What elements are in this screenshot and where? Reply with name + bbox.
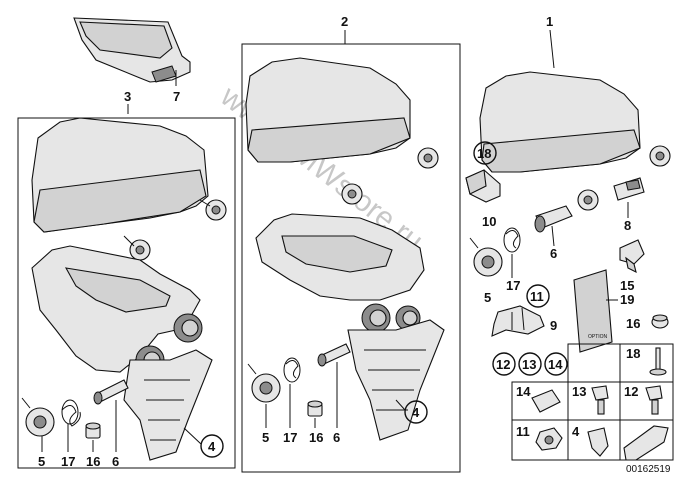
spring-17-left	[61, 399, 81, 427]
grid-pin-18	[649, 347, 667, 376]
cell-11: 11	[516, 424, 530, 439]
latch-8	[613, 177, 645, 201]
armrest-lid-1	[479, 71, 671, 211]
cell-14: 14	[516, 384, 531, 399]
callout-10: 10	[482, 214, 496, 229]
callout-18-circle	[473, 141, 497, 165]
knob-5-left	[21, 397, 55, 437]
diagram-id: 00162519	[626, 464, 671, 475]
storage-tray	[73, 17, 191, 83]
cell-12: 12	[624, 384, 638, 399]
group-label-2: 2	[341, 14, 348, 29]
callout-4a-circle	[200, 434, 224, 458]
callout-5a: 5	[38, 454, 45, 469]
knob-5-mid	[247, 363, 281, 403]
group-2-frame	[241, 43, 461, 473]
cell-13: 13	[572, 384, 586, 399]
callout-12-circle	[492, 352, 516, 376]
sticker-label: OPTION	[588, 334, 608, 340]
callout-5c: 5	[484, 290, 491, 305]
callout-6a: 6	[112, 454, 119, 469]
callout-6c: 6	[550, 246, 557, 261]
callout-13-circle	[518, 352, 542, 376]
cap-16-right	[651, 314, 669, 329]
callout-4b: 4	[412, 405, 420, 420]
fastener-grid	[511, 343, 674, 461]
knob-5-right	[469, 237, 503, 277]
armrest-lid-3	[31, 117, 227, 261]
bolt-6-mid	[317, 343, 351, 367]
callout-18: 18	[477, 146, 491, 161]
callout-16a: 16	[86, 454, 100, 469]
callout-5b: 5	[262, 430, 269, 445]
grid-nut-11	[535, 427, 563, 451]
callout-4b-circle	[404, 400, 428, 424]
callout-15: 15	[620, 278, 634, 293]
group-label-7: 7	[173, 89, 180, 104]
callout-12: 12	[496, 357, 510, 372]
cap-16-left	[85, 422, 101, 439]
grid-clip-4	[587, 427, 609, 457]
spring-17-mid	[283, 357, 301, 383]
group-label-3: 3	[124, 89, 131, 104]
callout-16c: 16	[626, 316, 640, 331]
callout-8: 8	[624, 218, 631, 233]
bolt-6-right	[534, 205, 573, 233]
callout-6b: 6	[333, 430, 340, 445]
bolt-6-left	[93, 379, 129, 405]
callout-4a: 4	[208, 439, 216, 454]
cap-16-mid	[307, 400, 323, 417]
arrow-icon	[623, 425, 669, 461]
option-sticker-19: OPTION	[573, 269, 613, 353]
callout-19: 19	[620, 292, 634, 307]
group-label-1: 1	[546, 14, 553, 29]
cell-4: 4	[572, 424, 580, 439]
callout-17c: 17	[506, 278, 520, 293]
group-3-frame	[17, 117, 236, 469]
console-body-3	[31, 245, 213, 461]
callout-13: 13	[522, 357, 536, 372]
callout-11: 11	[530, 289, 544, 304]
cell-18: 18	[626, 346, 640, 361]
callout-17b: 17	[283, 430, 297, 445]
callout-16b: 16	[309, 430, 323, 445]
grid-bolt-13	[591, 385, 609, 415]
callout-9: 9	[550, 318, 557, 333]
callout-14-circle	[544, 352, 568, 376]
grid-bolt-12	[645, 385, 663, 415]
clip-15	[619, 239, 645, 274]
armrest-lid-2	[245, 57, 439, 205]
hinge-cover-10	[465, 169, 501, 203]
callout-17a: 17	[61, 454, 75, 469]
bracket-9	[491, 305, 545, 337]
grid-clip-14	[531, 389, 561, 413]
callout-14: 14	[548, 357, 563, 372]
callout-11-circle	[526, 284, 550, 308]
console-body-2	[255, 213, 445, 441]
spring-17-right	[503, 227, 521, 253]
